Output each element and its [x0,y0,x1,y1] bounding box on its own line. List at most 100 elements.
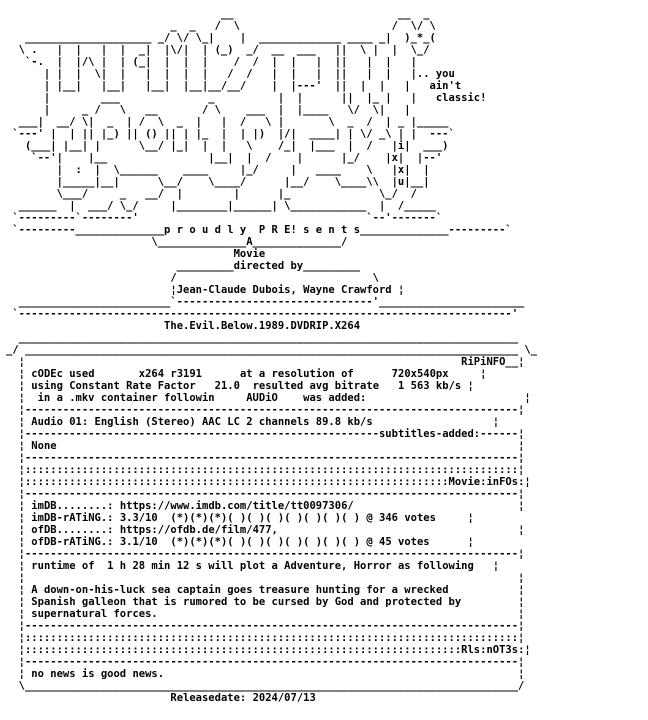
plot-text-3: supernatural forces. [31,608,158,620]
bitrate-value: 1 563 kb/s [398,380,462,392]
imdb-rating-stars: (*)(*)(*)( )( )( )( )( )( )( ) [170,512,361,524]
art-line-5: | | | \| | | | | | / / | | | || | | |.. … [6,68,455,80]
colon-line-1: ¦:::::::::::::::::::::::::::::::::::::::… [6,464,525,476]
art-line-13: | : | \______ ____ |_/ | ____ \ |x| | [6,164,430,176]
codec-line: ¦ cODEc used x264 r3191 at a resolution … [6,368,487,380]
resolution-label: at a resolution of [239,368,354,380]
notes-value-line: ¦ no news is good news. ¦ [6,668,525,680]
art-line-17: `---------`--------' `--'-------` [6,212,443,224]
ofdb-rating-value: 3.1/10 [119,536,158,548]
art-line-14: |_____|__| \__/ \____/ |__/ \____\\ |u|_… [6,176,430,188]
art-line-11: (___| |__| | \__/ |_| | | \ /_| |___ | /… [6,140,449,152]
plot-line-3: ¦ supernatural forces. ¦ [6,608,525,620]
codec-value: x264 r3191 [138,368,202,380]
divider-line-1: ¦---------------------------------------… [6,404,525,416]
subtitles-header-line: ¦---------------------------------------… [6,428,525,440]
subtitles-header: subtitles-added: [378,428,481,440]
plot-text-2: Spanish galleon that is rumored to be cu… [31,596,462,608]
art-line-0: __ __ _ [6,8,430,20]
art-line-10: `---' | | || |_) || () || | |_ | | |) |/… [6,128,455,140]
art-line-9: ___| __/ \| _ | / \ _ | | / \ | \ _ / | … [6,116,449,128]
art-line-16: ______ | ___/ \_/ |________|______| \___… [6,200,436,212]
present-a-line: \______________A______________/ [6,236,348,248]
divider-line-2: ¦---------------------------------------… [6,452,525,464]
directed-by-line: _________directed by_________ [6,260,361,272]
audio-track: Audio 01: English (Stereo) AAC LC 2 chan… [31,416,373,428]
notes-value: no news is good news. [31,668,165,680]
ripinfo-header: RiPiNFO [461,356,506,368]
directors: Jean-Claude Dubois, Wayne Crawford [176,284,392,296]
release-date-value: 2024/07/13 [252,692,316,704]
art-line-7: | ___ _ | | || |_ | | classic! [6,92,487,104]
present-movie-line: Movie [6,248,537,260]
directors-line: ¦Jean-Claude Dubois, Wayne Crawford ¦ [6,284,405,296]
frame-top-line: ________________________________________… [6,332,519,344]
audio-added: was added: [303,392,367,404]
ofdb-label: ofDB........: [31,524,114,536]
art-line-15: \___/ _ __/ | | |_ \_/ / [6,188,417,200]
frame-bottom-line: \_______________________________________… [6,680,525,692]
box-bottom-line: ________________________`---------------… [6,296,525,308]
audio-track-line: ¦ Audio 01: English (Stereo) AAC LC 2 ch… [6,416,500,428]
release-date-line: Releasedate: 2024/07/13 [6,692,537,704]
directed-by: directed by [233,260,304,272]
art-line-3: \ . | | | | _| |\/| | (_) _/ __ ___ || \… [6,44,430,56]
ofdb-rating-label: ofDB-rATiNG.: [31,536,114,548]
bitrate-label: resulted avg bitrate [252,380,380,392]
art-line-6: | |__| |__| |__| |__|__/__/ | |---' || |… [6,80,462,92]
divider-line-3: ¦---------------------------------------… [6,488,525,500]
plot-line-1: ¦ A down-on-his-luck sea captain goes tr… [6,584,525,596]
imdb-rating-label: imDB-rATiNG.: [31,512,114,524]
imdb-rating-line: ¦ imDB-rATiNG.: 3.3/10 (*)(*)(*)( )( )( … [6,512,474,524]
plot-text-1: A down-on-his-luck sea captain goes trea… [31,584,449,596]
runtime-text: runtime of 1 h 28 min 12 s will plot a A… [31,560,474,572]
audio-label: AUDiO [246,392,278,404]
divider-line-5: ¦---------------------------------------… [6,620,525,632]
release-name-line: The.Evil.Below.1989.DVDRIP.X264 [6,320,537,332]
crf-value: 21.0 [214,380,240,392]
colon-line-2: ¦:::::::::::::::::::::::::::::::::::::::… [6,632,525,644]
ripinfo-header-line: ¦ RiPiNFO__¦ [6,356,525,368]
ofdb-value: https://ofdb.de/film/477, [119,524,278,536]
crf-line: ¦ using Constant Rate Factor 21.0 result… [6,380,474,392]
imdb-rating-value: 3.3/10 [119,512,158,524]
present-a: A [246,236,253,248]
movie-info-header: Movie:inFOs [448,476,519,488]
art-line-4: `-. | |/\ | | (_| | | | / / | | | || | |… [6,56,417,68]
divider-line-4: ¦---------------------------------------… [6,548,525,560]
nfo-text-block: __ __ _ _ _ / \ / \/ \ _________________… [6,8,537,704]
subtitles-value: None [31,440,57,452]
imdb-line: ¦ imDB........: https://www.imdb.com/tit… [6,500,525,512]
subtitles-value-line: ¦ None ¦ [6,440,525,452]
ofdb-votes: @ 45 votes [366,536,430,548]
imdb-value: https://www.imdb.com/title/tt0097306/ [119,500,354,512]
tagline-line: `---------______________p r o u d l y P … [6,224,512,236]
plot-line-2: ¦ Spanish galleon that is rumored to be … [6,596,525,608]
crf-label: using Constant Rate Factor [31,380,196,392]
art-line-12: `--'| |__ |__| | / | |_/ |x| |--' [6,152,443,164]
container-text: in a .mkv container followin [37,392,215,404]
art-line-8: | _ / \ __ / \ ___ | |____ \/ \| | [6,104,411,116]
ofdb-rating-line: ¦ ofDB-rATiNG.: 3.1/10 (*)(*)(*)( )( )( … [6,536,474,548]
present-movie: Movie [233,248,266,260]
imdb-votes: @ 346 votes [366,512,436,524]
notes-header: Rls:nOT3s [461,644,519,656]
art-line-2: ____________________ _/ \/ \_| | _______… [6,32,436,44]
notes-header-line: ¦:::::::::::::::::::::::::::::::::::::::… [6,644,531,656]
tagline: p r o u d l y P R E! s e n t s [164,224,361,236]
art-line-1: _ _ / \ / \/ \ [6,20,436,32]
box-top-line: / \ [6,272,379,284]
release-name: The.Evil.Below.1989.DVDRIP.X264 [164,320,361,332]
release-date-label: Releasedate: [170,692,247,704]
imdb-label: imDB........: [31,500,114,512]
ofdb-line: ¦ ofDB........: https://ofdb.de/film/477… [6,524,525,536]
ofdb-rating-stars: (*)(*)(*)( )( )( )( )( )( )( ) [170,536,361,548]
divider-line-6: ¦---------------------------------------… [6,656,525,668]
container-line: ¦ in a .mkv container followin AUDiO was… [6,392,531,404]
resolution-value: 720x540px [391,368,449,380]
blank-line-1: ¦ ¦ [6,572,525,584]
rule-line: `---------------------------------------… [6,308,519,320]
movie-info-header-line: ¦:::::::::::::::::::::::::::::::::::::::… [6,476,531,488]
frame-top-line-2: _/ _____________________________________… [6,344,538,356]
codec-label: cODEc used [31,368,95,380]
